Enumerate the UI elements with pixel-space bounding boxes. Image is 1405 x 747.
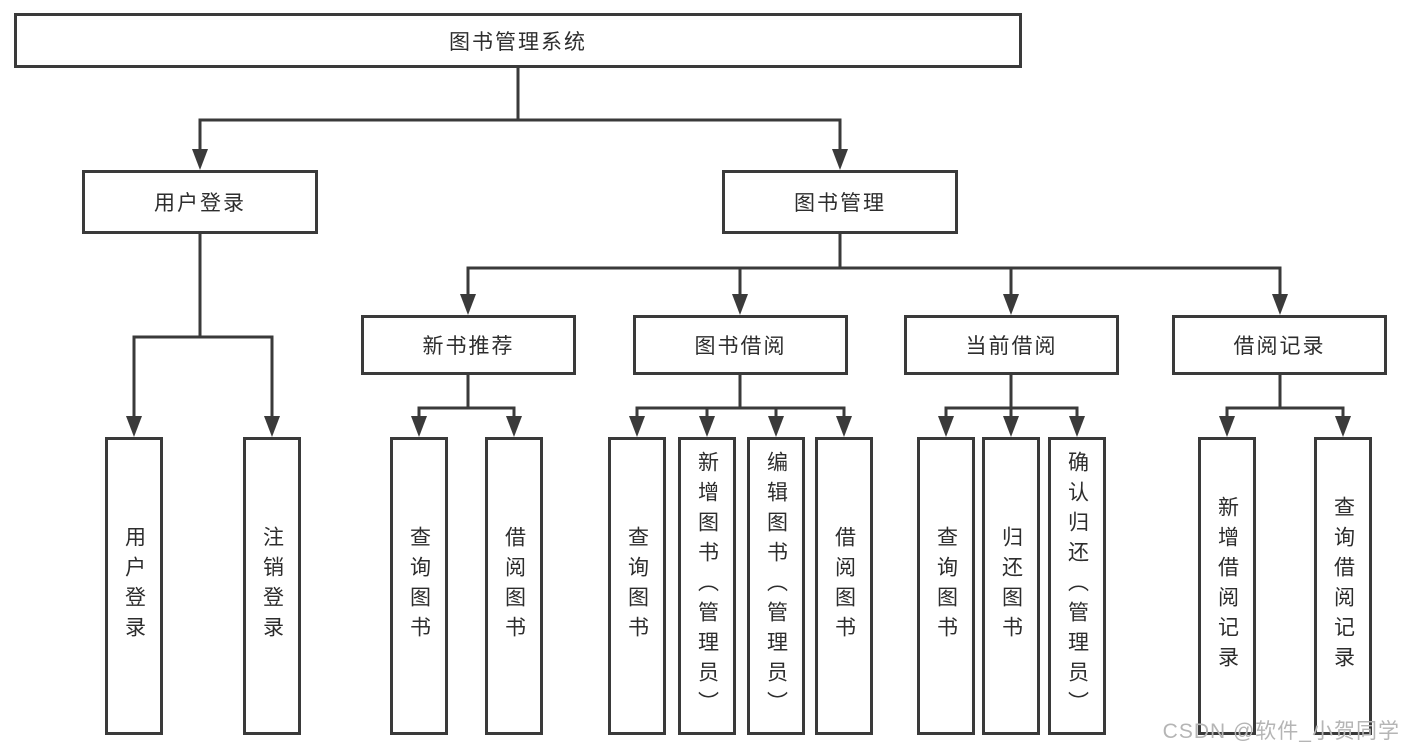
leaf-logout: 注销登录 — [243, 437, 301, 735]
node-current-borrow: 当前借阅 — [904, 315, 1119, 375]
leaf-newbooks-query-books-label: 查询图书 — [407, 526, 431, 646]
arrowheads — [126, 149, 1351, 437]
leaf-newbooks-borrow-books-label: 借阅图书 — [502, 526, 526, 646]
leaf-borrow-borrow-books: 借阅图书 — [815, 437, 873, 735]
leaf-user-login-label: 用户登录 — [122, 526, 146, 646]
leaf-borrow-add-books-admin: 新增图书（管理员） — [678, 437, 736, 735]
leaf-borrow-query-books: 查询图书 — [608, 437, 666, 735]
node-book-borrow: 图书借阅 — [633, 315, 848, 375]
leaf-current-confirm-return-admin-label: 确认归还（管理员） — [1065, 451, 1089, 721]
leaf-records-add-record: 新增借阅记录 — [1198, 437, 1256, 735]
leaf-borrow-add-books-admin-label: 新增图书（管理员） — [695, 451, 719, 721]
leaf-logout-label: 注销登录 — [260, 526, 284, 646]
leaf-borrow-edit-books-admin: 编辑图书（管理员） — [747, 437, 805, 735]
leaf-user-login: 用户登录 — [105, 437, 163, 735]
csdn-watermark: CSDN @软件_小贺同学 — [1162, 720, 1400, 743]
node-new-book-recommend: 新书推荐 — [361, 315, 576, 375]
leaf-records-query-record: 查询借阅记录 — [1314, 437, 1372, 735]
leaf-newbooks-query-books: 查询图书 — [390, 437, 448, 735]
leaf-current-query-books-label: 查询图书 — [934, 526, 958, 646]
leaf-records-query-record-label: 查询借阅记录 — [1331, 496, 1355, 676]
node-borrow-records: 借阅记录 — [1172, 315, 1387, 375]
leaf-current-return-books-label: 归还图书 — [999, 526, 1023, 646]
leaf-borrow-borrow-books-label: 借阅图书 — [832, 526, 856, 646]
node-root: 图书管理系统 — [14, 13, 1022, 68]
leaf-newbooks-borrow-books: 借阅图书 — [485, 437, 543, 735]
leaf-current-return-books: 归还图书 — [982, 437, 1040, 735]
leaf-borrow-query-books-label: 查询图书 — [625, 526, 649, 646]
leaf-records-add-record-label: 新增借阅记录 — [1215, 496, 1239, 676]
node-user-login: 用户登录 — [82, 170, 318, 234]
leaf-borrow-edit-books-admin-label: 编辑图书（管理员） — [764, 451, 788, 721]
leaf-current-confirm-return-admin: 确认归还（管理员） — [1048, 437, 1106, 735]
leaf-current-query-books: 查询图书 — [917, 437, 975, 735]
node-book-management: 图书管理 — [722, 170, 958, 234]
